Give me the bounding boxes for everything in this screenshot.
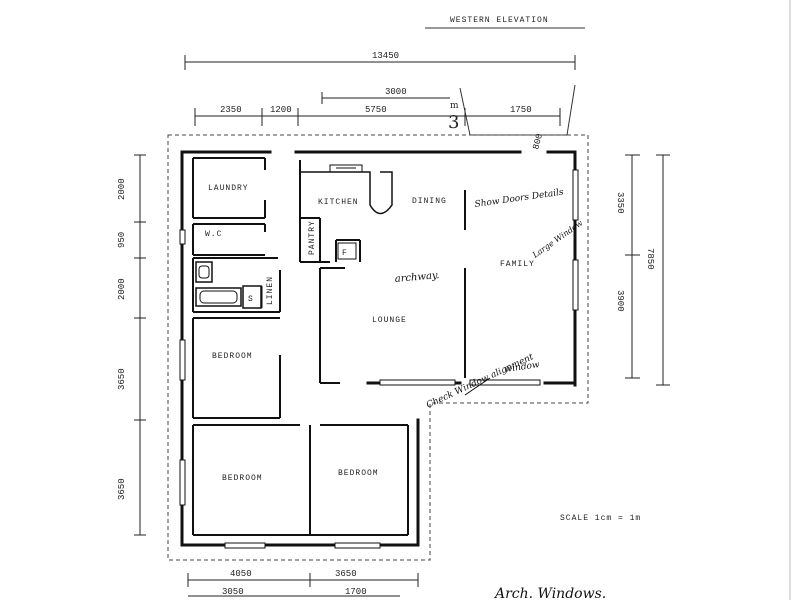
note-scale: SCALE 1cm = 1m — [560, 514, 641, 523]
dim-overall: 13450 — [372, 51, 399, 61]
marker-3: 3 — [448, 112, 459, 133]
room-laundry: LAUNDRY — [208, 184, 249, 193]
room-family: FAMILY — [500, 260, 535, 269]
room-bedroom-1: BEDROOM — [212, 352, 253, 361]
dim-3000: 3000 — [385, 87, 407, 97]
dim-5750: 5750 — [365, 105, 387, 115]
dim-left-2000b: 2000 — [117, 278, 127, 300]
dim-left-950: 950 — [117, 232, 127, 248]
dim-2350: 2350 — [220, 105, 242, 115]
dim-right-3900: 3900 — [615, 290, 625, 312]
room-bedroom-3: BEDROOM — [338, 469, 379, 478]
room-wc: W.C — [205, 230, 222, 239]
dim-right-7850: 7850 — [645, 248, 655, 270]
marker-m: m — [450, 101, 459, 111]
dim-right-3350: 3350 — [615, 192, 625, 214]
note-arch-windows: Arch. Windows. — [493, 586, 606, 600]
dim-bottom-4050: 4050 — [230, 569, 252, 579]
dim-800: 800 — [531, 133, 545, 151]
note-archway: archway. — [394, 270, 440, 285]
overall-dimension — [184, 55, 576, 70]
dim-1750: 1750 — [510, 105, 532, 115]
room-linen: LINEN — [266, 276, 275, 305]
dim-1200: 1200 — [270, 105, 292, 115]
note-show-doors: Show Doors Details — [474, 188, 565, 210]
dim-bottom-3650: 3650 — [335, 569, 357, 579]
dim-bottom-3050: 3050 — [222, 587, 244, 597]
room-pantry: PANTRY — [308, 220, 317, 255]
fixture-f: F — [342, 249, 348, 258]
room-lounge: LOUNGE — [372, 316, 407, 325]
fixture-s: S — [248, 295, 254, 304]
plan-title: WESTERN ELEVATION — [450, 16, 549, 25]
dim-left-3650a: 3650 — [117, 368, 127, 390]
note-window: window — [504, 360, 541, 375]
room-kitchen: KITCHEN — [318, 198, 359, 207]
room-dining: DINING — [412, 197, 447, 206]
dim-left-2000a: 2000 — [117, 178, 127, 200]
dim-bottom-1700: 1700 — [345, 587, 367, 597]
room-bedroom-2: BEDROOM — [222, 474, 263, 483]
walls — [180, 150, 577, 547]
dim-left-3650b: 3650 — [117, 478, 127, 500]
